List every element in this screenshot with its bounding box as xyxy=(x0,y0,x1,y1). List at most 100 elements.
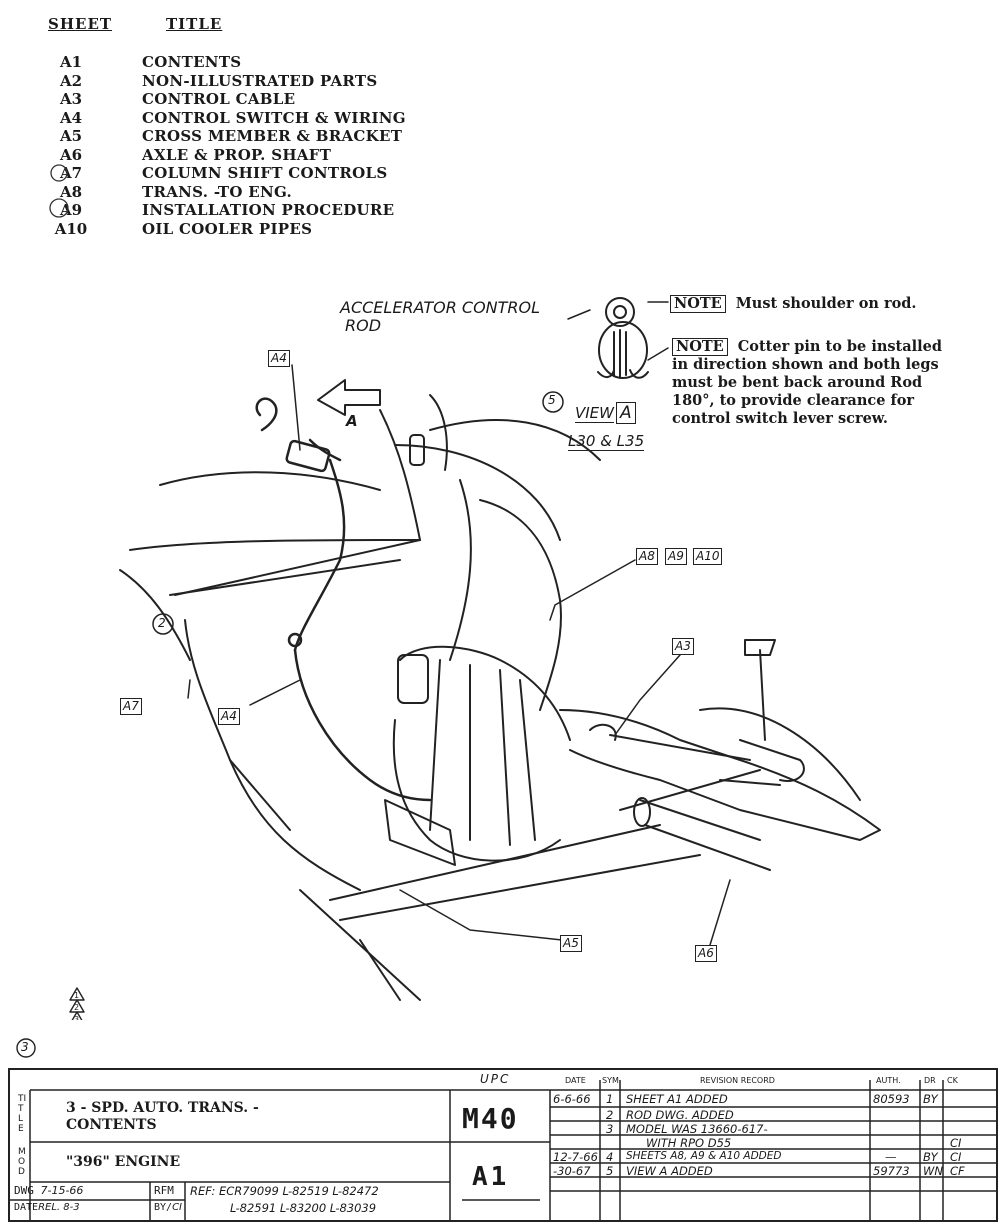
rev-sym: 4 xyxy=(606,1150,614,1164)
rev-sym: 3 xyxy=(606,1122,614,1136)
contents-row: A2 NON-ILLUSTRATED PARTS xyxy=(40,72,460,91)
shift-linkage xyxy=(609,639,805,786)
sheet-number: A8 xyxy=(59,182,83,201)
rev-dr: BY xyxy=(923,1092,938,1106)
view-word: VIEW xyxy=(575,404,614,423)
callout-circle-2 xyxy=(152,613,174,635)
sheet-title: CROSS MEMBER & BRACKET xyxy=(142,127,403,145)
by-label: BY/CI xyxy=(154,1202,183,1213)
title-block-grid xyxy=(10,1080,996,1220)
callout-2-text: 2 xyxy=(158,616,166,630)
sheet-title: INSTALLATION PROCEDURE xyxy=(142,201,395,219)
sheet-title: CONTROL CABLE xyxy=(142,90,296,108)
note-shoulder: NOTE Must shoulder on rod. xyxy=(670,295,916,313)
rev-ck: CI xyxy=(950,1136,962,1150)
rev-header-ck: CK xyxy=(947,1076,958,1085)
sheet-title: COLUMN SHIFT CONTROLS xyxy=(142,164,388,182)
revision-marks-icon xyxy=(49,164,69,218)
note-badge: NOTE xyxy=(670,295,726,313)
sheet-number: A5 xyxy=(59,127,83,145)
rev-date: 6-6-66 xyxy=(553,1092,591,1106)
propeller-shaft xyxy=(633,797,771,871)
rev-record: MODEL WAS 13660-617- xyxy=(626,1122,768,1136)
callout-a8: A8 xyxy=(636,548,658,565)
rev-header-record: REVISION RECORD xyxy=(700,1076,775,1085)
upc-code: M40 xyxy=(462,1102,519,1135)
rev-record: WITH RPO D55 xyxy=(646,1136,732,1150)
title-line-1: 3 - SPD. AUTO. TRANS. - xyxy=(66,1100,259,1116)
sheet-number: A1 xyxy=(59,53,83,71)
rev-sym: 1 xyxy=(606,1092,614,1106)
title-line-2: CONTENTS xyxy=(66,1117,157,1133)
contents-row: A3 CONTROL CABLE xyxy=(40,90,460,109)
rev-ck: CF xyxy=(950,1164,965,1178)
sheet-number: A4 xyxy=(59,108,83,127)
sheet-number: A2 xyxy=(59,71,83,90)
title-side-label: TITLE xyxy=(18,1094,27,1134)
note-line: must be bent back around Rod xyxy=(672,374,923,391)
note-text: Must shoulder on rod. xyxy=(735,295,917,312)
callout-a6: A6 xyxy=(695,945,717,962)
steering-column xyxy=(379,394,601,711)
callout-a3: A3 xyxy=(672,638,694,655)
note-badge: NOTE xyxy=(672,338,728,356)
contents-row: A8 TRANS. -TO ENG. xyxy=(40,183,460,202)
sheet-title: OIL COOLER PIPES xyxy=(142,219,313,238)
sheet-number: A6 xyxy=(59,145,83,164)
accel-rod-label-line2: ROD xyxy=(345,316,382,335)
sheet-number: A3 xyxy=(59,90,83,108)
title-column-header: TITLE xyxy=(166,15,223,33)
contents-row: A10 OIL COOLER PIPES xyxy=(40,220,460,239)
sheet-title: CONTENTS xyxy=(142,53,242,71)
view-letter-box: A xyxy=(616,402,636,424)
callout-a4-bottom: A4 xyxy=(218,708,240,725)
rev-date: 12-7-66 xyxy=(553,1150,598,1164)
rev-record: SHEETS A8, A9 & A10 ADDED xyxy=(626,1150,782,1162)
callout-a5: A5 xyxy=(560,935,582,952)
leader-lines xyxy=(187,301,731,946)
sheet-number: A10 xyxy=(54,219,88,238)
ref-line-2: L-82591 L-83200 L-83039 xyxy=(230,1201,377,1215)
rev-record: SHEET A1 ADDED xyxy=(626,1092,728,1106)
sheet-title: TRANS. -TO ENG. xyxy=(142,182,293,201)
sheet-title: CONTROL SWITCH & WIRING xyxy=(142,108,406,127)
transmission-case xyxy=(384,645,881,866)
revision-triangle-number: 1 xyxy=(74,991,79,1000)
callout-a10: A10 xyxy=(693,548,723,565)
by-text: BY xyxy=(154,1202,167,1213)
release-date: DATEREL. 8-3 xyxy=(14,1202,80,1213)
rev-record: ROD DWG. ADDED xyxy=(626,1108,734,1122)
rev-date: -30-67 xyxy=(553,1164,591,1178)
rev-header-dr: DR xyxy=(924,1076,936,1085)
contents-row: A5 CROSS MEMBER & BRACKET xyxy=(40,127,460,146)
rfm-label: RFM xyxy=(154,1184,174,1197)
note-line: in direction shown and both legs xyxy=(672,356,939,373)
sheet-title: NON-ILLUSTRATED PARTS xyxy=(142,71,378,90)
dwg-label: DWG xyxy=(14,1184,34,1197)
callout-a4-top: A4 xyxy=(268,350,290,367)
date-label: DATE xyxy=(14,1202,39,1213)
rev-sym: 5 xyxy=(606,1164,614,1178)
transmission-drawing: 1234 xyxy=(69,297,881,1020)
title-block: TITLE MOD 3 - SPD. AUTO. TRANS. - CONTEN… xyxy=(8,1068,998,1222)
callout-3-text: 3 xyxy=(21,1040,29,1054)
ref-line-1: REF: ECR79099 L-82519 L-82472 xyxy=(190,1184,379,1198)
dwg-date-value: 7-15-66 xyxy=(40,1184,84,1197)
contents-row: A4 CONTROL SWITCH & WIRING xyxy=(40,109,460,128)
rev-header-date: DATE xyxy=(565,1076,586,1085)
note-line: control switch lever screw. xyxy=(672,410,888,427)
by-value: CI xyxy=(172,1202,183,1213)
revision-triangle-number: 3 xyxy=(74,1015,79,1020)
callout-a7: A7 xyxy=(120,698,142,715)
dwg-date: DWG 7-15-66 xyxy=(14,1184,83,1197)
callout-circle-3 xyxy=(16,1038,36,1058)
upc-label: UPC xyxy=(480,1072,511,1086)
rev-auth: 59773 xyxy=(873,1164,910,1178)
revision-triangles-icon xyxy=(69,987,85,1020)
